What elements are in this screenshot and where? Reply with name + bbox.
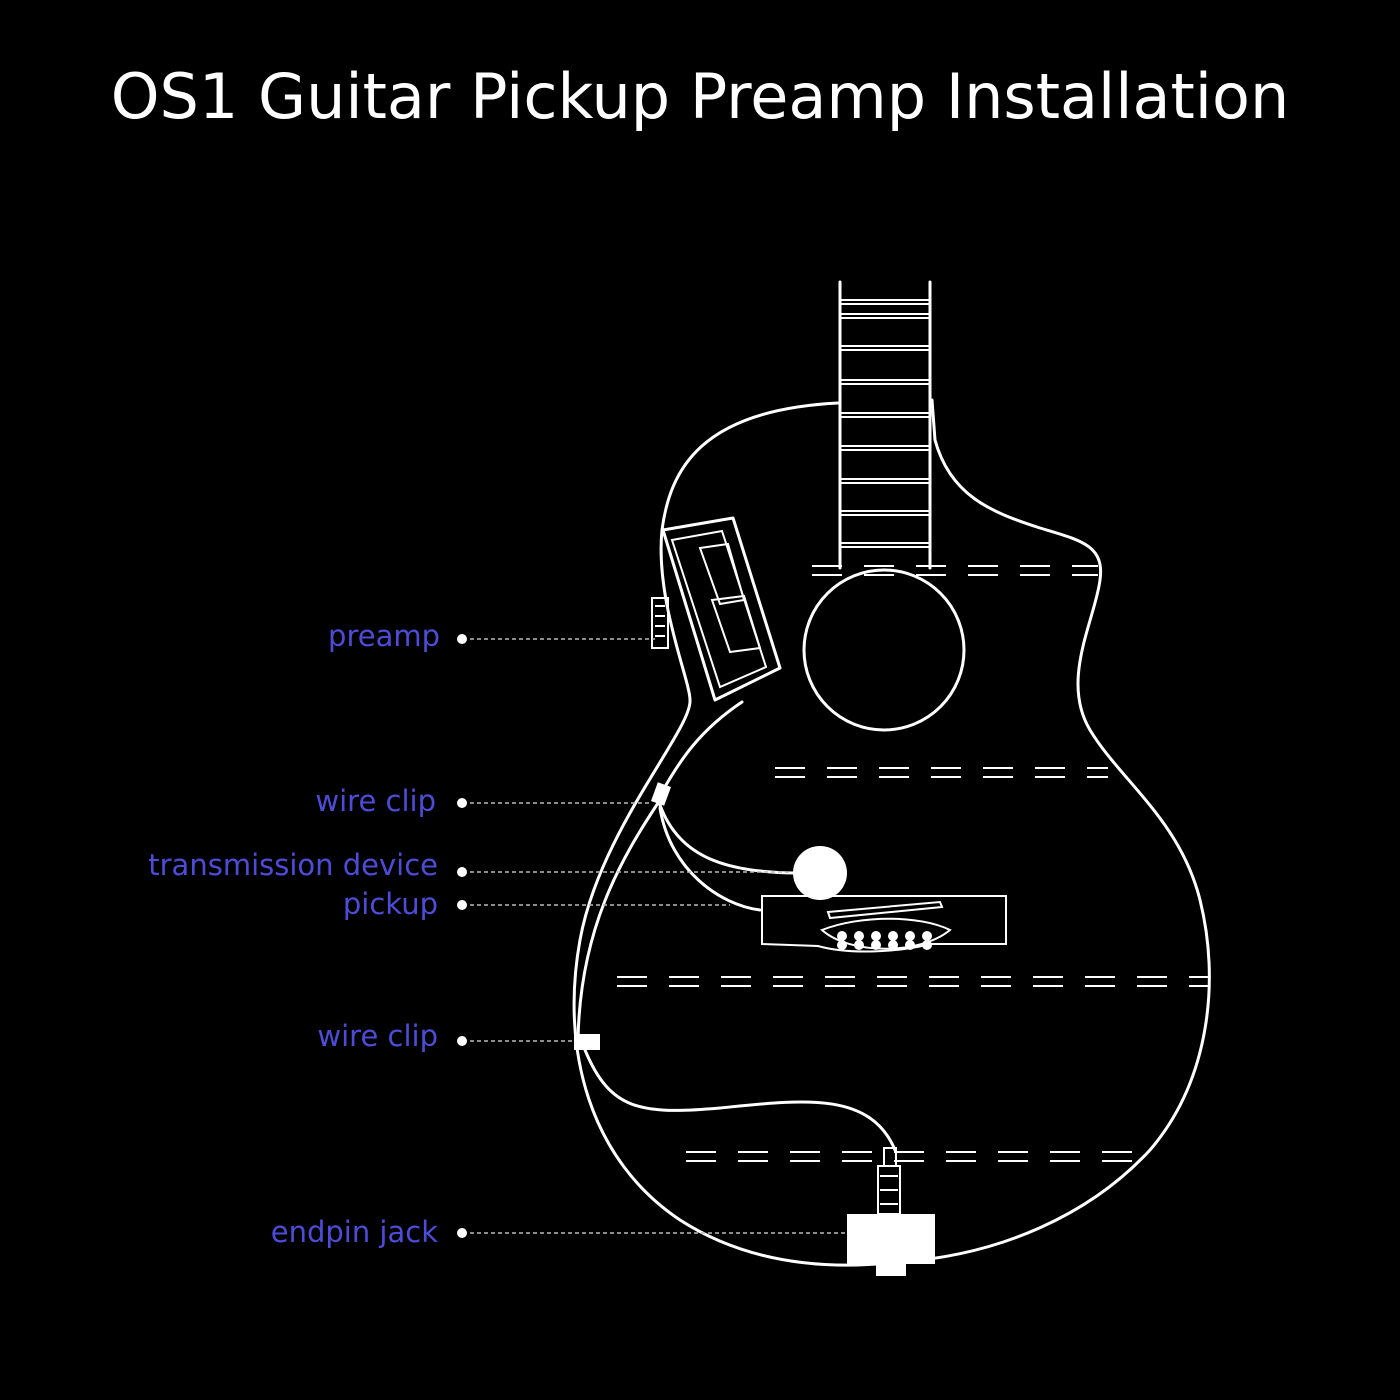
bridge-pin-5 (905, 931, 915, 950)
label-wire-clip-upper: wire clip (315, 784, 650, 818)
svg-text:wire clip: wire clip (315, 784, 436, 818)
brace-row-3 (617, 976, 1210, 987)
guitar-neck (838, 280, 932, 570)
bridge-pin-3 (871, 931, 881, 950)
svg-text:transmission device: transmission device (148, 848, 438, 882)
wire-clip-upper (651, 782, 671, 806)
bridge-pin-4 (888, 931, 898, 950)
fret-1 (840, 299, 930, 305)
brace-row-4 (686, 1151, 1132, 1162)
svg-text:wire clip: wire clip (317, 1019, 438, 1053)
brace-row-1 (812, 565, 1098, 576)
bridge-pin-1 (837, 931, 847, 950)
endpin-jack (847, 1147, 935, 1276)
fret-5 (840, 412, 930, 418)
pickup-wiring (576, 700, 897, 1152)
internal-braces (617, 565, 1210, 1162)
svg-text:endpin jack: endpin jack (271, 1215, 438, 1249)
fret-8 (840, 510, 930, 516)
label-pickup: pickup (343, 887, 730, 921)
fret-9 (840, 542, 930, 548)
fret-7 (840, 478, 930, 484)
fret-2 (840, 313, 930, 319)
fret-3 (840, 345, 930, 351)
fret-4 (840, 379, 930, 385)
bridge (761, 895, 1007, 953)
svg-text:pickup: pickup (343, 887, 438, 921)
label-wire-clip-lower: wire clip (317, 1019, 572, 1053)
svg-text:preamp: preamp (328, 619, 440, 653)
bridge-pins (837, 931, 932, 950)
bridge-pin-2 (854, 931, 864, 950)
fret-lines (840, 299, 930, 548)
preamp-unit (651, 516, 782, 702)
wire-clip-lower (574, 1034, 600, 1050)
label-preamp: preamp (328, 619, 655, 653)
bridge-pin-6 (922, 931, 932, 950)
transmission-device (793, 846, 847, 900)
sound-hole (802, 568, 966, 732)
label-transmission-device: transmission device (148, 848, 792, 882)
label-endpin-jack: endpin jack (271, 1215, 845, 1249)
page-title: OS1 Guitar Pickup Preamp Installation (110, 60, 1290, 133)
brace-row-2 (775, 767, 1108, 778)
fret-6 (840, 445, 930, 451)
